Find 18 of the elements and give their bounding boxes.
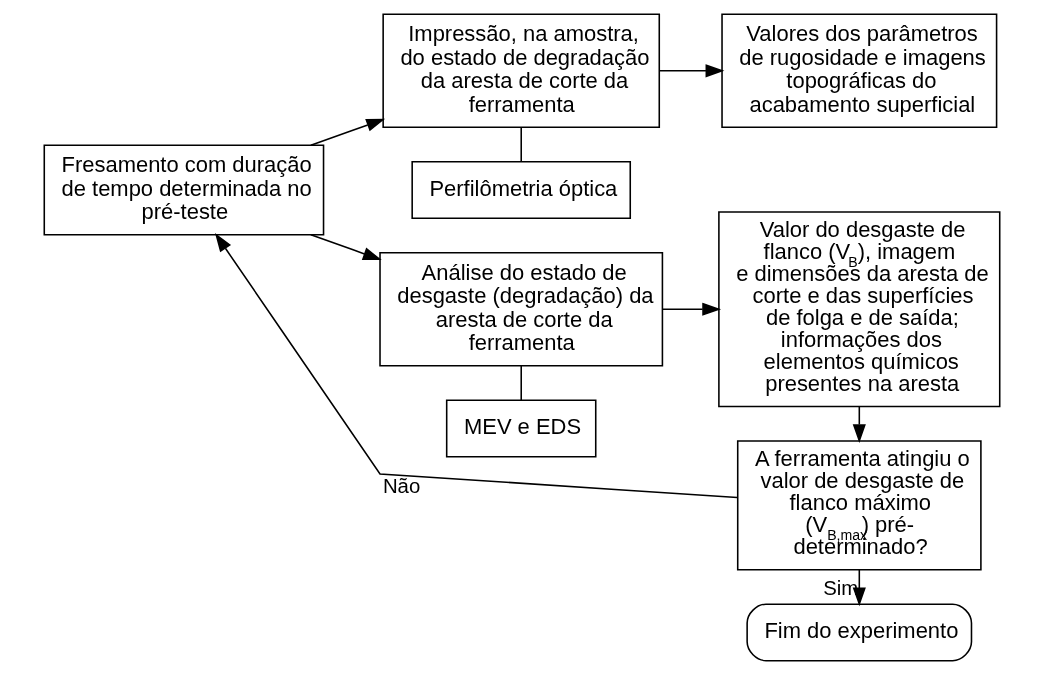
node-box: Análise do estado de desgaste (degradação) da aresta de corte da ferramenta — [379, 252, 664, 367]
node-box: Valor do desgaste de flanco (V$_{B}$), imagem e dimensões da aresta de corte e das superfícies de folga e de saída; informações dos elementos químicos presentes na aresta — [718, 211, 1001, 408]
arrow — [662, 302, 722, 316]
arrow — [214, 233, 738, 499]
connector — [520, 365, 522, 401]
arrow — [310, 118, 386, 147]
arrow — [852, 569, 866, 607]
node-box: Perfilômetria óptica — [411, 161, 632, 220]
node-box: Valores dos parâmetros de rugosidade e imagens topográficas do acabamento superficial — [721, 13, 998, 129]
connector — [520, 126, 522, 163]
arrow — [310, 234, 382, 261]
node-box: Fresamento com duração de tempo determinada no pré-teste — [43, 144, 325, 236]
edge-label: Não — [382, 475, 421, 498]
node-box: Impressão, na amostra, do estado de degradação da aresta de corte da ferramenta — [382, 13, 661, 129]
node-box: A ferramenta atingiu o valor de desgaste de flanco máximo (V$_{B,max}$) pré-determinado? — [736, 440, 982, 571]
node-box: Fim do experimento — [746, 603, 973, 662]
node-box: MEV e EDS — [445, 399, 597, 458]
arrow — [658, 64, 725, 78]
